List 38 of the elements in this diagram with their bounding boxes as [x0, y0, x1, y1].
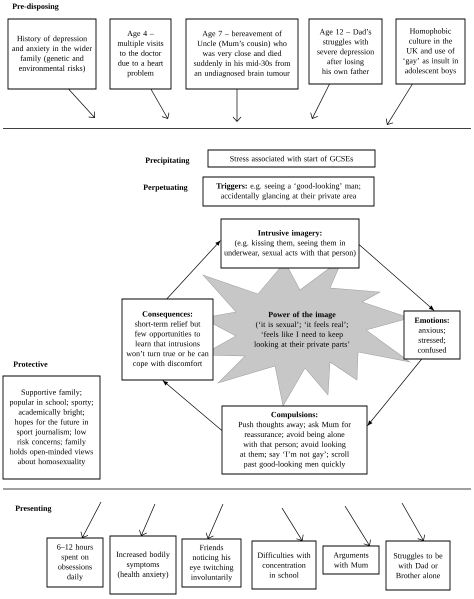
section-heading: Pre-disposing [12, 3, 59, 11]
text-box: Struggles to be with Dad or Brother alone [386, 540, 450, 590]
arrow [402, 502, 426, 541]
text-box: History of depression and anxiety in the wider family (genetic and environmental risks) [8, 18, 96, 90]
text-box: Consequences: short-term relief but few opportunities to learn that intrusions won’t turn true or he can cope with discomfort [122, 298, 214, 380]
arrow [368, 358, 422, 426]
arrow [150, 88, 170, 119]
text-box: Triggers: e.g. seeing a ‘good-looking’ man; accidentally glancing at their private area [202, 176, 374, 206]
arrow [310, 84, 330, 119]
arrow [139, 504, 156, 536]
arrow [386, 84, 413, 125]
text-box: Age 4 – multiple visits to the doctor due to a heart problem [110, 18, 172, 90]
arrow [358, 244, 434, 310]
text-box: Age 12 – Dad’s struggles with severe depression after losing his own father [308, 18, 382, 84]
arrow [80, 502, 102, 538]
text-box: Friends noticing his eye twitching involuntarily [182, 538, 242, 588]
text-box: Increased bodily symptoms (health anxiety) [110, 536, 176, 594]
text-box: Difficulties with concentration in school [252, 540, 316, 590]
text-box: Emotions: anxious; stressed; confused [404, 310, 460, 360]
text-box: Supportive family; popular in school; sporty; academically bright; hopes for the future in sport journalism; low risk concerns; family holds open-minded views about homosexuality [2, 376, 100, 480]
section-heading: Perpetuating [143, 184, 188, 192]
text-box: Age 7 – bereavement of Uncle (Mum’s cousin) who was very close and died suddenly in his mid-30s from an undiagnosed brain tumour [186, 18, 298, 90]
arrow [206, 504, 224, 539]
section-heading: Precipitating [145, 157, 190, 165]
arrow [282, 508, 304, 541]
section-heading: Presenting [15, 505, 52, 513]
text-box: Homophobic culture in the UK and use of ‘gay’ as insult in adolescent boys [396, 18, 466, 84]
arrow [68, 88, 95, 118]
text-box: Intrusive imagery: (e.g. kissing them, seeing them in underwear, sexual acts with that person) [220, 218, 360, 268]
text-box: Stress associated with start of GCSEs [208, 150, 376, 168]
text-box: Compulsions: Push thoughts away; ask Mum for reassurance; avoid being alone with that person; avoid looking at them; say ‘I’m not gay’; scroll past good-looking men quickly [222, 406, 368, 474]
arrow [166, 240, 220, 300]
section-heading: Protective [13, 361, 48, 367]
arrow [344, 506, 371, 546]
text-box: Arguments with Mum [322, 546, 380, 574]
arrow [162, 380, 222, 431]
arrow [232, 88, 242, 122]
text-box: 6–12 hours spent on obsessions daily [46, 538, 104, 588]
